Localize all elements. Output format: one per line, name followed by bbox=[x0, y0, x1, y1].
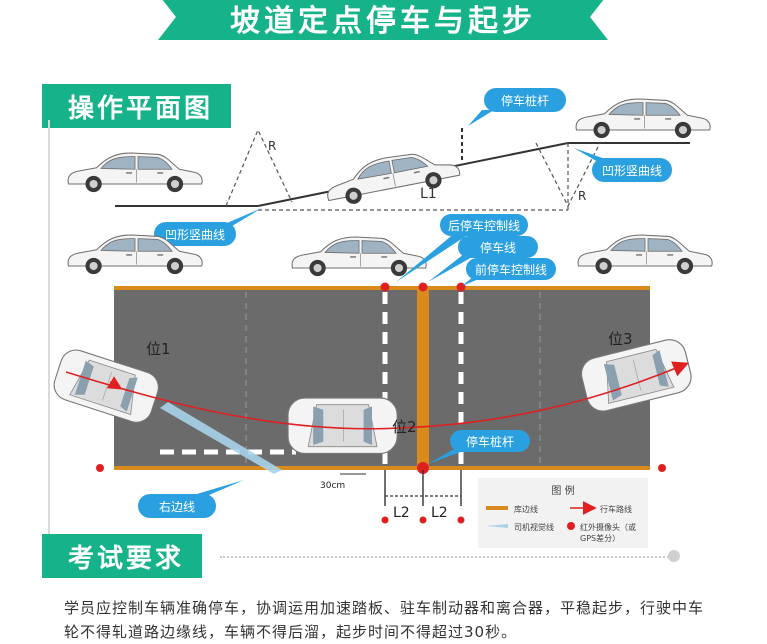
camera-dot bbox=[456, 282, 466, 292]
dotted-separator bbox=[220, 556, 672, 558]
slope-diagram: R R L1 bbox=[67, 98, 711, 212]
driving-route bbox=[65, 361, 689, 430]
camera-dot bbox=[380, 282, 390, 292]
car-slope-top bbox=[575, 98, 711, 139]
legend-label-camera-2: GPS差分） bbox=[580, 533, 620, 543]
section-requirements-title: 考试要求 bbox=[50, 534, 203, 578]
car-slope-mid bbox=[322, 144, 463, 210]
callout-plan-stop-pole-text: 停车桩杆 bbox=[466, 434, 514, 449]
left-radius-triangle bbox=[225, 128, 293, 207]
car-side-3 bbox=[577, 234, 713, 275]
camera-dot bbox=[658, 464, 666, 472]
parking-diagram: R R L1 停车桩杆 凹形竖曲线 凹形竖曲线 bbox=[49, 88, 713, 548]
callout-plan-stop-pole: 停车桩杆 bbox=[428, 430, 530, 464]
callout-rear-control-line-text: 后停车控制线 bbox=[448, 218, 520, 233]
label-r-right: R bbox=[578, 189, 586, 203]
l2-dimension: L2 L2 bbox=[384, 470, 462, 521]
section-divider-line bbox=[48, 120, 50, 550]
car-slope-start bbox=[67, 152, 203, 193]
callout-right-edge-line-text: 右边线 bbox=[159, 499, 195, 514]
callout-stop-line: 停车线 bbox=[428, 236, 538, 282]
camera-dot bbox=[418, 282, 428, 292]
callout-right-edge-line: 右边线 bbox=[138, 480, 244, 518]
callout-slope-pole: 停车桩杆 bbox=[468, 88, 566, 126]
label-pos2: 位2 bbox=[392, 418, 417, 436]
callout-rear-control-line: 后停车控制线 bbox=[396, 214, 528, 282]
label-r-left: R bbox=[268, 139, 276, 153]
legend-swatch-sight bbox=[486, 524, 508, 528]
car-side-2 bbox=[291, 236, 427, 277]
legend: 图 例 库边线 行车路线 司机视觉线 红外摄像头（或 GPS差分） bbox=[478, 478, 648, 548]
camera-dot bbox=[96, 464, 104, 472]
page-banner: 坡道定点停车与起步 bbox=[158, 0, 608, 40]
section-plan-heading: 操作平面图 bbox=[42, 84, 232, 128]
legend-title: 图 例 bbox=[551, 484, 574, 497]
stop-line bbox=[417, 288, 429, 468]
label-pos1: 位1 bbox=[146, 340, 171, 358]
legend-label-sight: 司机视觉线 bbox=[514, 522, 554, 532]
label-l1: L1 bbox=[420, 186, 437, 202]
separator-end-dot bbox=[668, 550, 680, 562]
callout-concave-left: 凹形竖曲线 bbox=[154, 208, 262, 246]
callout-front-control-line-text: 前停车控制线 bbox=[475, 262, 547, 277]
label-l2-left: L2 bbox=[393, 505, 410, 521]
label-pos3: 位3 bbox=[608, 330, 633, 348]
legend-box bbox=[478, 478, 648, 548]
callout-slope-pole-text: 停车桩杆 bbox=[501, 93, 549, 108]
section-requirements-heading: 考试要求 bbox=[42, 534, 203, 578]
callout-stop-line-text: 停车线 bbox=[480, 240, 516, 255]
banner-title: 坡道定点停车与起步 bbox=[230, 4, 536, 39]
section-plan-title: 操作平面图 bbox=[50, 84, 232, 128]
legend-label-camera-1: 红外摄像头（或 bbox=[580, 522, 636, 532]
callout-concave-left-text: 凹形竖曲线 bbox=[165, 228, 225, 242]
callout-concave-right-text: 凹形竖曲线 bbox=[602, 164, 662, 178]
label-l2-right: L2 bbox=[431, 505, 448, 521]
callout-front-control-line: 前停车控制线 bbox=[462, 258, 556, 286]
callout-concave-right: 凹形竖曲线 bbox=[574, 148, 672, 182]
driver-sight-line bbox=[160, 402, 282, 474]
legend-label-curb: 库边线 bbox=[514, 504, 538, 514]
stop-pole-marker bbox=[417, 462, 429, 474]
legend-swatch-camera bbox=[567, 522, 575, 530]
legend-label-route: 行车路线 bbox=[600, 504, 632, 514]
label-30cm: 30cm bbox=[320, 481, 345, 491]
